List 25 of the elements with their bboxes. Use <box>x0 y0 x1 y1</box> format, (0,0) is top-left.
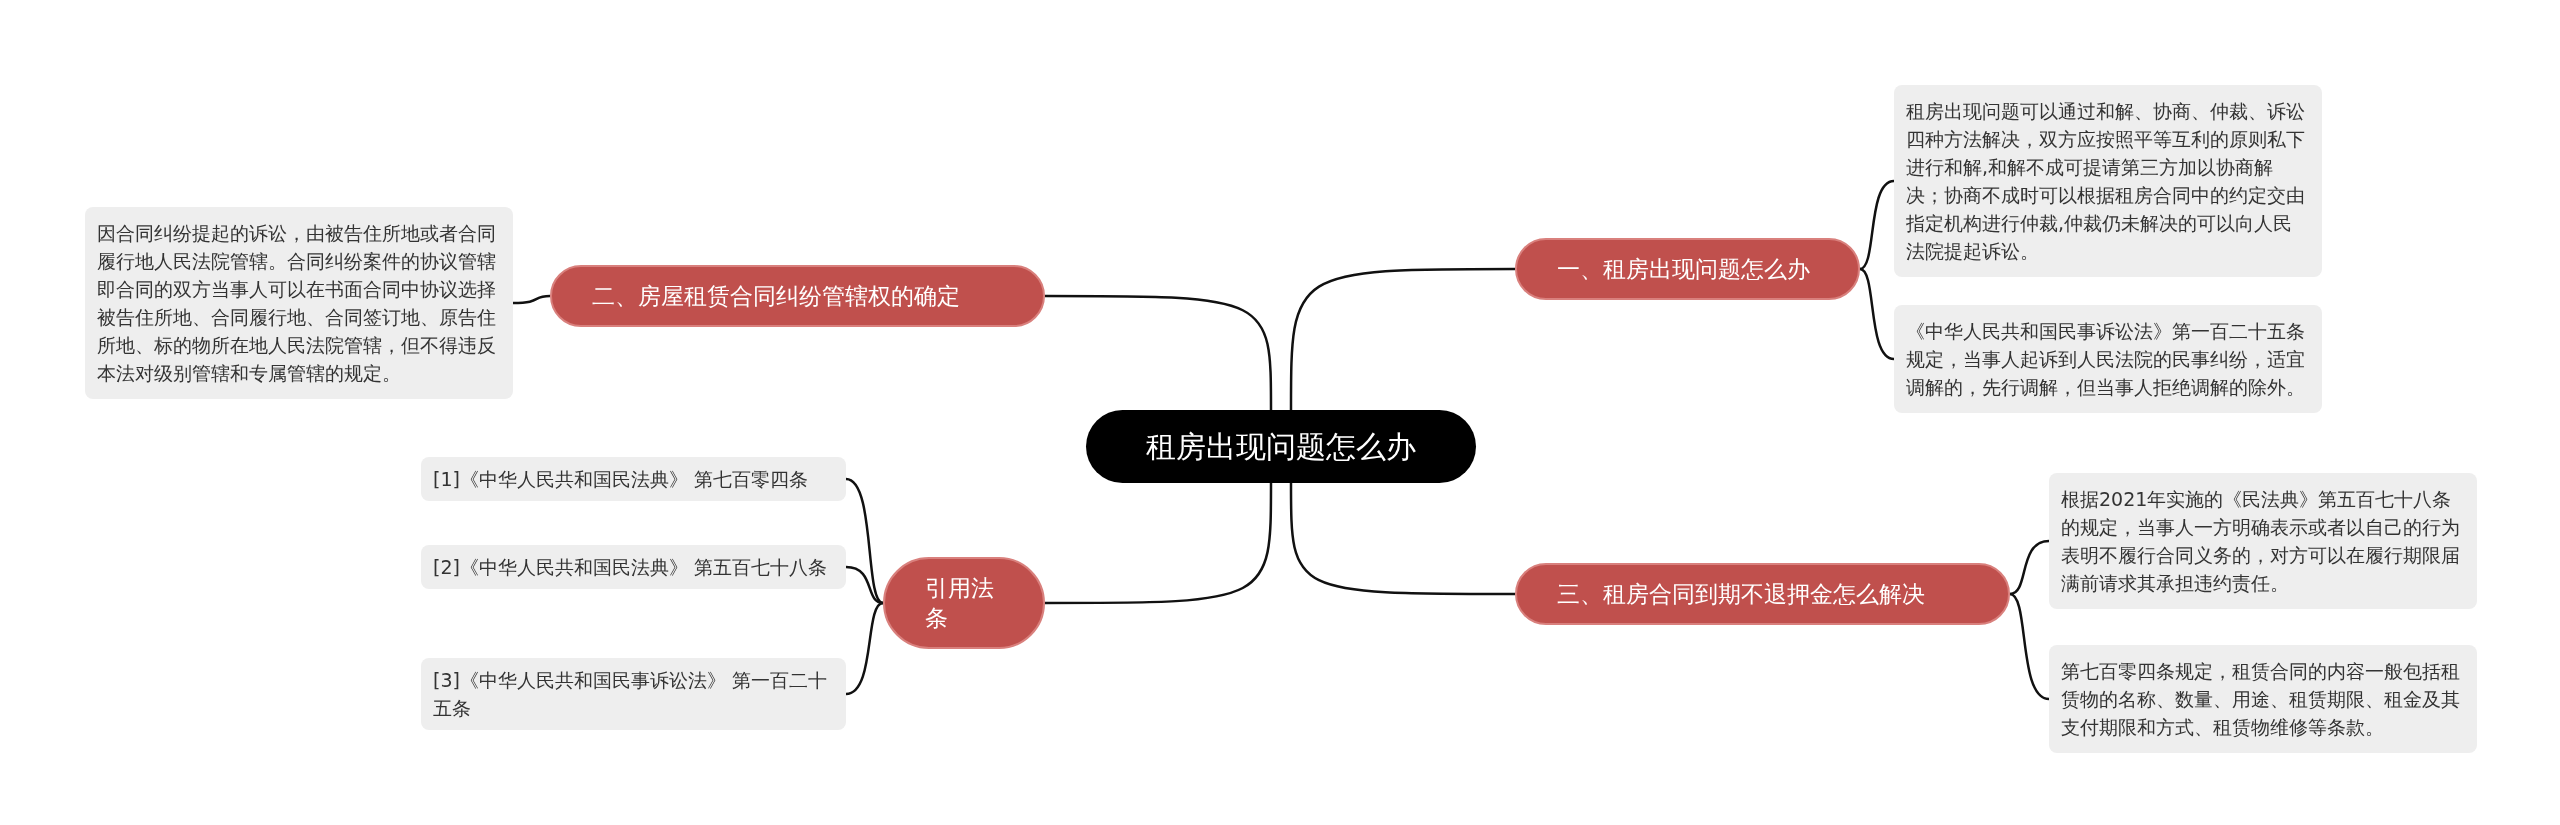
citation-card: [2]《中华人民共和国民法典》 第五百七十八条 <box>421 545 846 589</box>
branch-topic: 引用法条 <box>883 557 1045 649</box>
connector-line <box>1289 483 1515 596</box>
connector-line <box>512 294 551 305</box>
connector-line <box>1289 267 1515 410</box>
connector-line <box>2009 539 2050 596</box>
citation-card: [3]《中华人民共和国民事诉讼法》 第一百二十五条 <box>421 658 846 730</box>
root-topic: 租房出现问题怎么办 <box>1086 410 1476 483</box>
note-card: 《中华人民共和国民事诉讼法》第一百二十五条规定，当事人起诉到人民法院的民事纠纷，适宜调解的，先行调解，但当事人拒绝调解的除外。 <box>1894 305 2322 413</box>
connector-line <box>1045 483 1273 605</box>
connector-line <box>845 477 884 605</box>
branch-topic: 二、房屋租赁合同纠纷管辖权的确定 <box>550 265 1045 327</box>
citation-card: [1]《中华人民共和国民法典》 第七百零四条 <box>421 457 846 501</box>
note-card: 租房出现问题可以通过和解、协商、仲裁、诉讼四种方法解决，双方应按照平等互利的原则私下进行和解,和解不成可提请第三方加以协商解决；协商不成时可以根据租房合同中的约定交由指定机构进行仲裁,仲裁仍未解决的可以向人民法院提起诉讼。 <box>1894 85 2322 277</box>
branch-topic: 一、租房出现问题怎么办 <box>1515 238 1860 300</box>
branch-topic: 三、租房合同到期不退押金怎么解决 <box>1515 563 2010 625</box>
connector-line <box>1859 267 1895 361</box>
note-card: 根据2021年实施的《民法典》第五百七十八条的规定，当事人一方明确表示或者以自己的行为表明不履行合同义务的，对方可以在履行期限届满前请求其承担违约责任。 <box>2049 473 2477 609</box>
connector-line <box>845 601 884 696</box>
note-card: 第七百零四条规定，租赁合同的内容一般包括租赁物的名称、数量、用途、租赁期限、租金及其支付期限和方式、租赁物维修等条款。 <box>2049 645 2477 753</box>
connector-line <box>1045 294 1273 410</box>
connector-line <box>2009 592 2050 701</box>
connector-line <box>1859 179 1895 271</box>
note-card: 因合同纠纷提起的诉讼，由被告住所地或者合同履行地人民法院管辖。合同纠纷案件的协议管辖即合同的双方当事人可以在书面合同中协议选择被告住所地、合同履行地、合同签订地、原告住所地、标的物所在地人民法院管辖，但不得违反本法对级别管辖和专属管辖的规定。 <box>85 207 513 399</box>
connector-line <box>845 565 884 605</box>
